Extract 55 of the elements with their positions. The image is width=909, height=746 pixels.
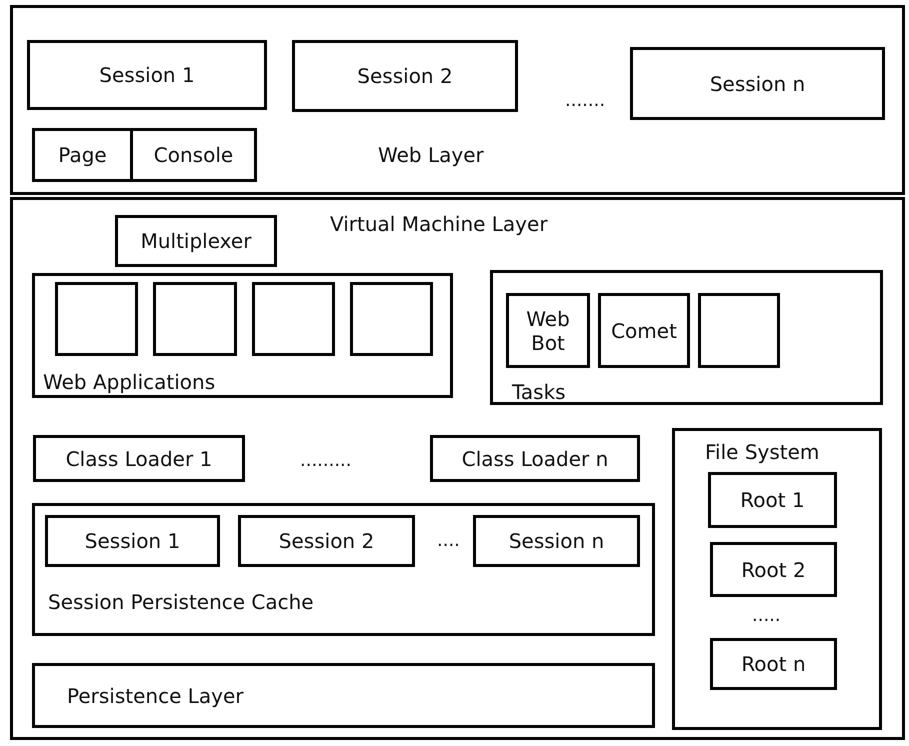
box-label: Session 2	[278, 529, 376, 553]
empty-box	[252, 282, 335, 356]
empty-box	[153, 282, 237, 356]
ellipsis-text: .......	[565, 90, 606, 111]
group-title: Web Layer	[378, 143, 484, 167]
box-label: Root 1	[739, 488, 806, 512]
component-box	[598, 293, 690, 368]
box-label: Session 1	[98, 63, 196, 87]
component-box	[130, 128, 257, 182]
box-label: Persistence Layer	[67, 684, 244, 708]
component-box	[32, 128, 133, 182]
component-box	[630, 47, 885, 120]
box-label: Session n	[508, 529, 606, 553]
box-label: Web Bot	[525, 306, 571, 354]
group-title: Virtual Machine Layer	[330, 212, 548, 236]
component-box	[708, 472, 837, 528]
box-label: Multiplexer	[140, 229, 252, 253]
layer-panel	[10, 197, 905, 740]
group-title: Session Persistence Cache	[48, 590, 314, 614]
empty-box	[55, 282, 138, 356]
component-box	[33, 435, 245, 482]
empty-box	[350, 282, 433, 356]
group-title: Tasks	[512, 380, 566, 404]
component-box	[292, 40, 518, 112]
component-box	[710, 638, 837, 690]
component-box	[506, 293, 590, 368]
component-box	[238, 515, 415, 567]
ellipsis-text: .........	[300, 450, 352, 471]
empty-box	[698, 293, 780, 368]
group-box	[32, 273, 453, 398]
group-box	[672, 428, 882, 730]
component-box	[32, 663, 655, 728]
box-label: Session n	[708, 72, 806, 96]
group-title: Web Applications	[43, 370, 216, 394]
box-label: Class Loader 1	[64, 446, 214, 470]
component-box	[27, 40, 267, 110]
component-box	[430, 435, 640, 482]
box-label: Comet	[610, 318, 678, 342]
layer-panel	[10, 5, 905, 195]
box-label: Root 2	[740, 558, 807, 582]
box-label: Page	[57, 143, 108, 167]
box-label: Console	[152, 143, 234, 167]
component-box	[115, 215, 277, 267]
box-label: Class Loader n	[460, 446, 610, 470]
ellipsis-text: ....	[437, 530, 460, 551]
ellipsis-text: .....	[752, 605, 781, 626]
box-label: Root n	[740, 652, 807, 676]
box-label: Session 2	[356, 64, 454, 88]
component-box	[45, 515, 220, 567]
group-box	[490, 270, 883, 405]
group-box	[32, 503, 655, 636]
component-box	[473, 515, 640, 567]
box-label: Session 1	[84, 529, 182, 553]
group-title: File System	[705, 440, 820, 464]
component-box	[710, 542, 837, 597]
